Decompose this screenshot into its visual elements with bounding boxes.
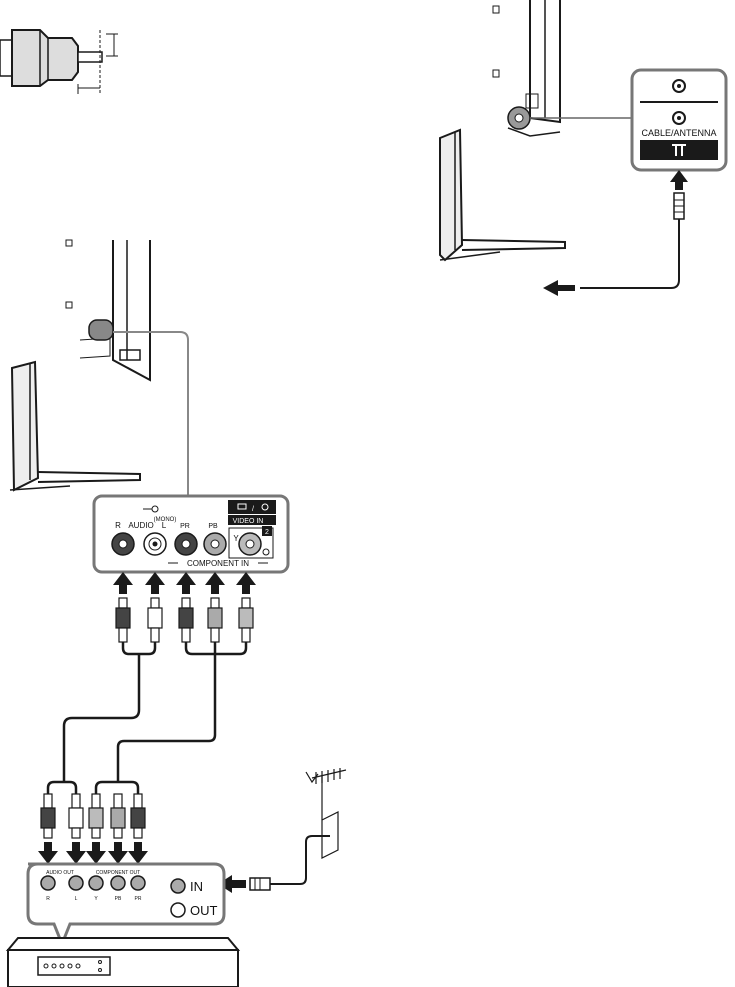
- svg-text:/: /: [252, 506, 254, 513]
- mono-label: (MONO): [154, 517, 177, 523]
- audio-out-label: AUDIO OUT: [46, 870, 74, 876]
- antenna-port-panel: CABLE/ANTENNA: [630, 68, 728, 172]
- out-jack-audio-r[interactable]: [40, 875, 56, 891]
- tv-rear-middle: [9, 239, 189, 496]
- tv-input-panel: (MONO) R AUDIO L PR PB / VIDEO IN 2: [92, 494, 290, 574]
- video-in-label: VIDEO IN: [233, 518, 264, 525]
- out-jack-pb[interactable]: [110, 875, 126, 891]
- rca-cables: [46, 642, 248, 794]
- out-jack-audio-l[interactable]: [68, 875, 84, 891]
- out-jack-pr[interactable]: [130, 875, 146, 891]
- tv-rear-top: [439, 0, 640, 262]
- antenna-to-device-cable: [218, 835, 330, 893]
- up-arrow-icon: [670, 170, 688, 190]
- jack-label-r: R: [46, 896, 50, 902]
- in-label: IN: [190, 879, 203, 894]
- device-output-arrows: [38, 842, 148, 864]
- video-input-icon: /: [237, 503, 269, 513]
- plug-audio-r-bottom: [40, 793, 56, 839]
- jack-label-y: Y: [94, 896, 98, 902]
- cable-antenna-label: CABLE/ANTENNA: [641, 128, 716, 138]
- roof-antenna-icon: [305, 768, 347, 859]
- component-out-label: COMPONENT OUT: [96, 870, 140, 876]
- audio-input-icon: [143, 505, 159, 513]
- coax-connector-detail: [0, 29, 118, 95]
- pb-label: PB: [208, 523, 218, 530]
- antenna-out-jack[interactable]: [170, 902, 186, 918]
- antenna-cable: [543, 170, 688, 296]
- out-label: OUT: [190, 903, 218, 918]
- plug-pb-bottom: [110, 793, 126, 839]
- pr-jack[interactable]: [174, 532, 198, 556]
- device-output-panel: AUDIO OUT COMPONENT OUT R L Y PB PR IN O…: [26, 862, 226, 949]
- audio-l-jack[interactable]: [143, 532, 167, 556]
- plug-pr-bottom: [130, 793, 146, 839]
- source-device: [5, 937, 241, 987]
- pb-jack[interactable]: [203, 532, 227, 556]
- plug-audio-l-top: [147, 597, 163, 643]
- lower-rca-plugs: [40, 793, 146, 839]
- y-label: Y: [233, 534, 239, 543]
- y-video-jack[interactable]: [238, 532, 262, 556]
- out-jack-y[interactable]: [88, 875, 104, 891]
- plug-y-top: [238, 597, 254, 643]
- pr-label: PR: [180, 523, 190, 530]
- audio-r-jack[interactable]: [111, 532, 135, 556]
- plug-y-bottom: [88, 793, 104, 839]
- component-in-label: COMPONENT IN: [187, 559, 249, 568]
- antenna-in-jack[interactable]: [170, 878, 186, 894]
- plug-pr-top: [178, 597, 194, 643]
- audio-label: AUDIO: [128, 521, 153, 530]
- jack-label-l: L: [75, 896, 78, 902]
- plug-audio-l-bottom: [68, 793, 84, 839]
- plug-pb-top: [207, 597, 223, 643]
- audio-r-label: R: [115, 521, 121, 530]
- video-in-number: 2: [265, 529, 269, 536]
- antenna-symbol-icon: [672, 144, 686, 156]
- left-arrow-icon: [543, 280, 575, 296]
- jack-label-pr: PR: [135, 896, 142, 902]
- tv-input-arrows: [113, 572, 256, 594]
- upper-rca-plugs: [115, 597, 254, 643]
- jack-label-pb: PB: [115, 896, 122, 902]
- plug-audio-r-top: [115, 597, 131, 643]
- audio-l-label: L: [162, 521, 167, 530]
